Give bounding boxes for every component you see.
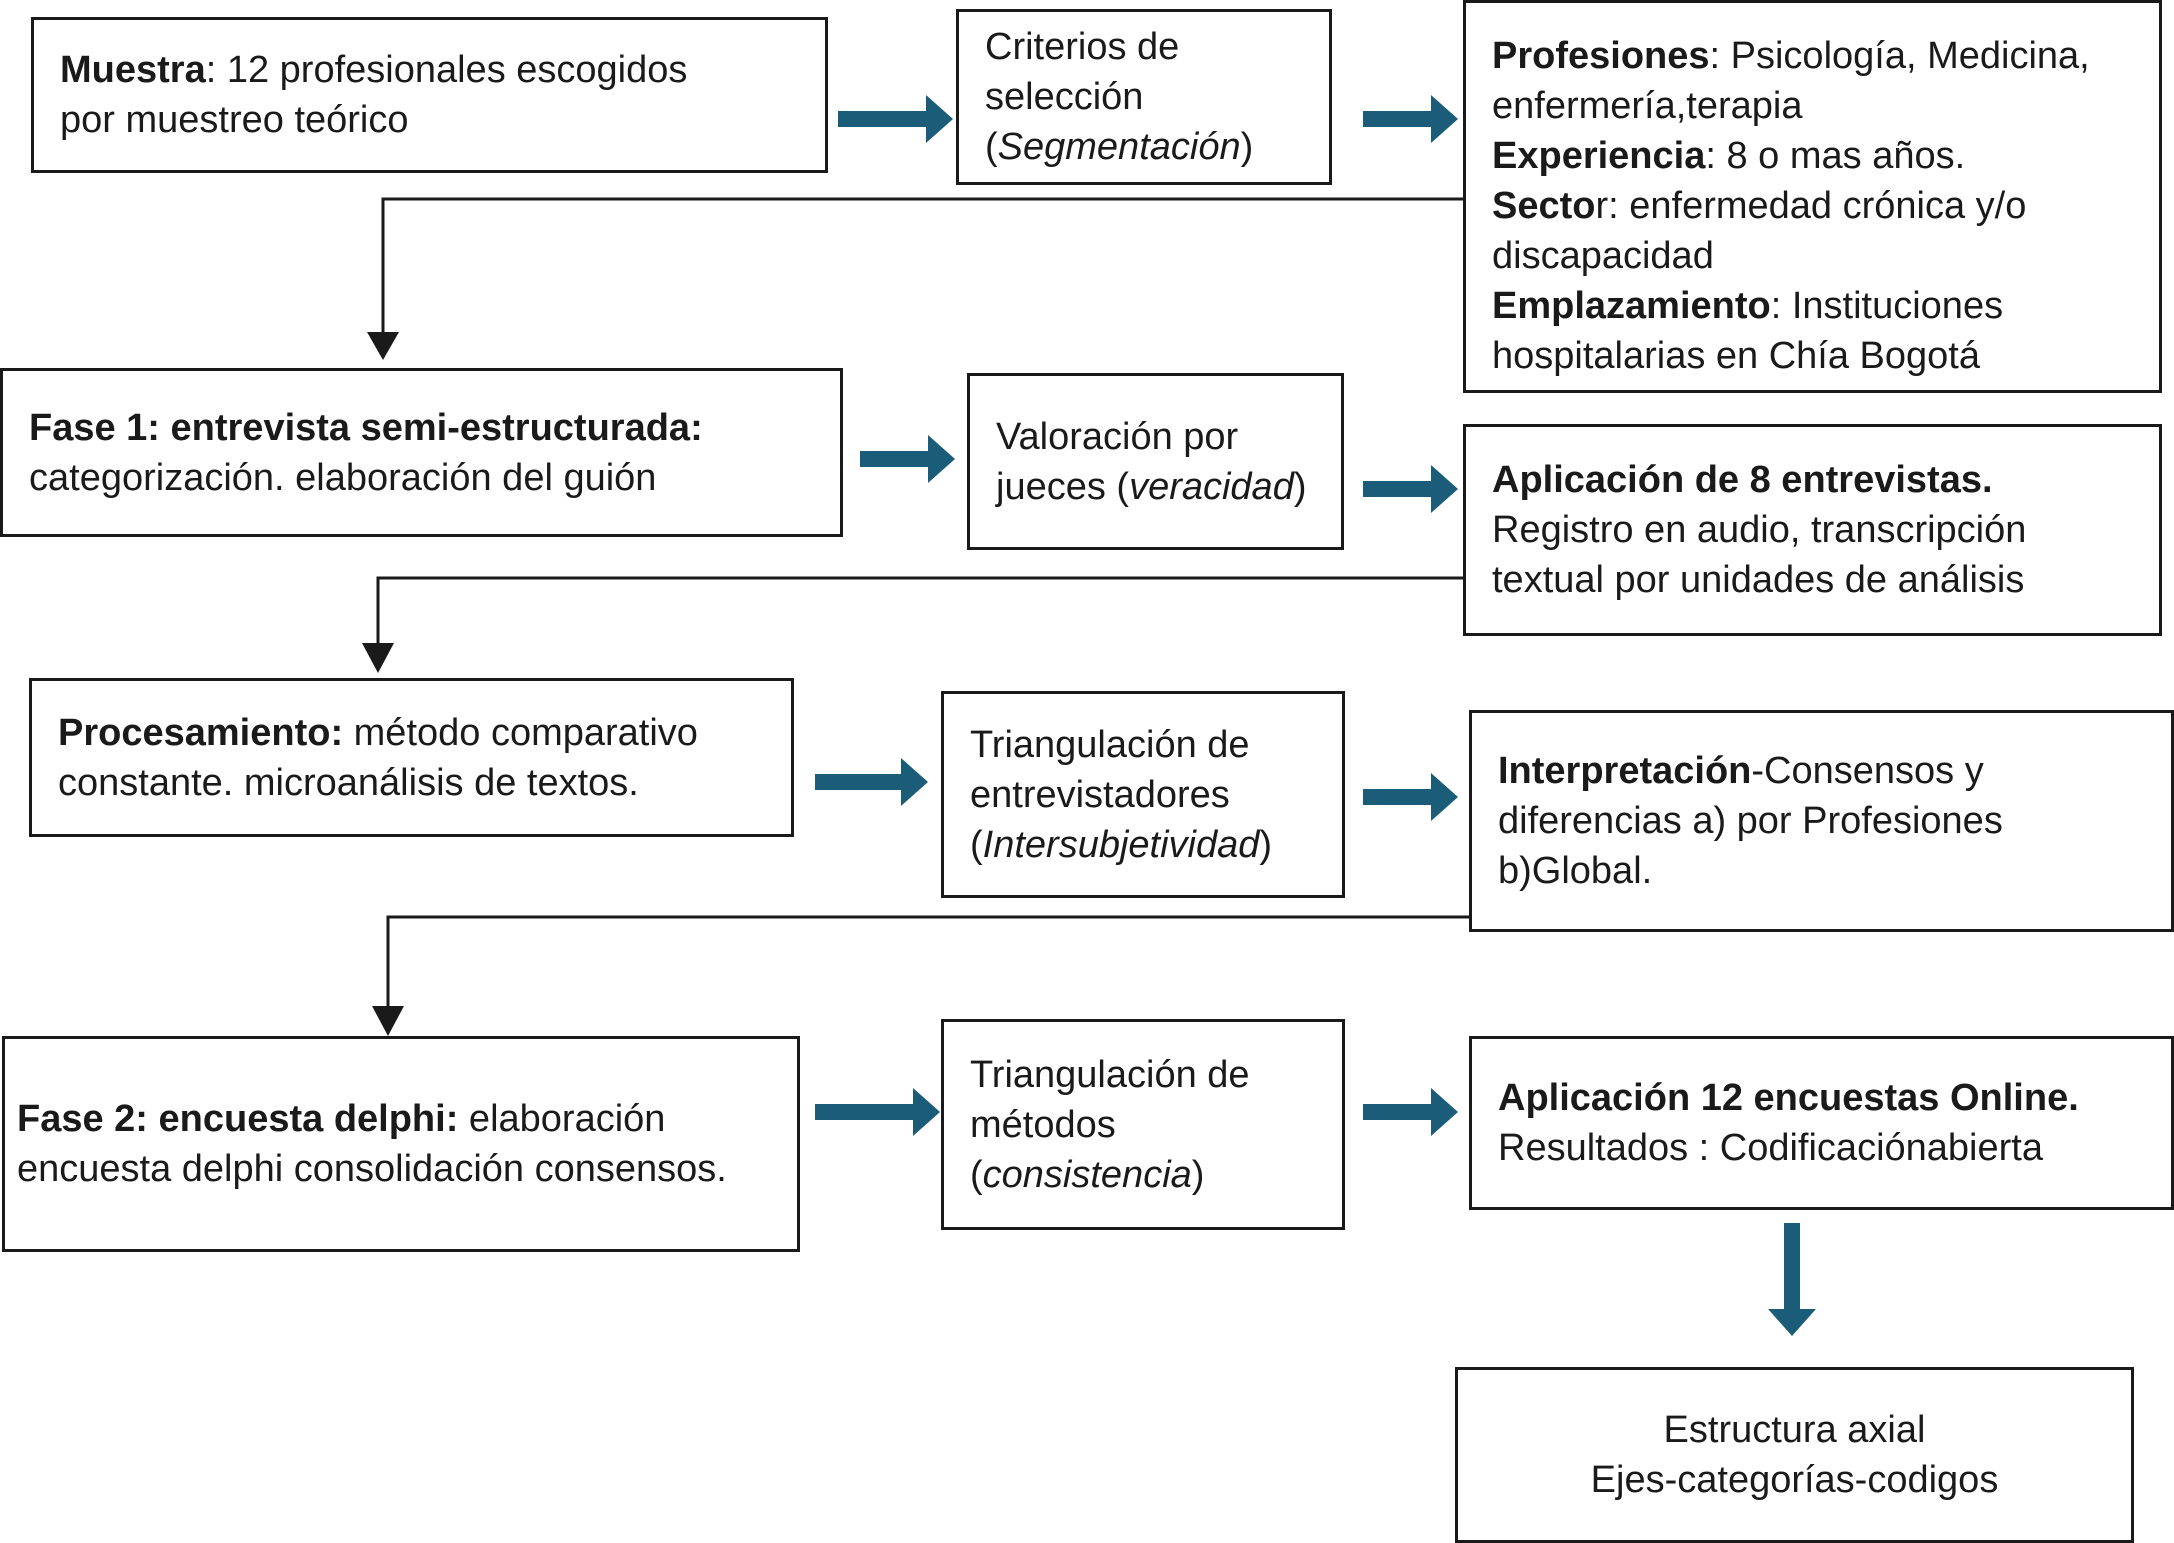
arrow-triangulacion-metodos-to-encuestas [1363,1088,1458,1136]
valoracion-italic: veracidad [1129,465,1294,508]
criterios-box: Criterios de selección (Segmentación) [956,9,1332,185]
aplicacion-line-3: textual por unidades de análisis [1492,559,2025,601]
experiencia-label: Experiencia [1492,135,1706,177]
triang-metodos-open-paren: ( [970,1153,983,1196]
aplicacion-line-2: Registro en audio, transcripción [1492,509,2027,551]
triang-entrev-open-paren: ( [970,823,983,866]
fase2-label: Fase 2: encuesta delphi: [17,1098,459,1140]
procesamiento-text: método comparativo [343,711,698,754]
procesamiento-line-1: Procesamiento: método comparativo [58,708,765,758]
criterios-line-2: selección [985,76,1144,118]
triang-entrev-line-1: Triangulación de [970,723,1250,766]
fase2-text: elaboración [458,1098,666,1140]
triangulacion-metodos-box: Triangulación de métodos (consistencia) [941,1019,1345,1230]
arrow-fase2-to-triangulacion-metodos [815,1088,940,1136]
sector-line: Sector: enfermedad crónica y/o [1492,181,2133,231]
emplazamiento-line-2: hospitalarias en Chía Bogotá [1492,335,1980,377]
arrow-procesamiento-to-triangulacion [815,758,928,806]
triangulacion-entrevistadores-box: Triangulación de entrevistadores (Inters… [941,691,1345,898]
aplicacion-entrevistas-box: Aplicación de 8 entrevistas. Registro en… [1463,424,2162,636]
triang-entrev-italic: Intersubjetividad [982,823,1260,866]
triang-entrev-line-3: (Intersubjetividad) [970,820,1316,870]
sector-label: Secto [1492,185,1596,227]
emplazamiento-line: Emplazamiento: Instituciones [1492,281,2133,331]
profesiones-box: Profesiones: Psicología, Medicina, enfer… [1463,0,2162,393]
interpretacion-text: -Consensos y [1751,750,1984,792]
fase2-line-2: encuesta delphi consolidación consensos. [17,1148,727,1190]
muestra-line-1: Muestra: 12 profesionales escogidos [60,45,799,95]
emplazamiento-text: : Instituciones [1770,285,2004,327]
fase2-box: Fase 2: encuesta delphi: elaboración enc… [2,1036,800,1252]
valoracion-line-1: Valoración por [996,415,1239,458]
sector-text: r: enfermedad crónica y/o [1595,185,2027,227]
procesamiento-label: Procesamiento: [58,711,344,754]
connector-row3-to-fase2 [372,915,1469,1036]
interpretacion-line-2: diferencias a) por Profesiones [1498,800,2003,842]
valoracion-pre: jueces ( [996,465,1130,508]
interpretacion-box: Interpretación-Consensos y diferencias a… [1469,710,2174,932]
triang-entrev-close-paren: ) [1259,823,1273,866]
arrow-valoracion-to-aplicacion [1363,465,1458,513]
estructura-axial-box: Estructura axial Ejes-categorías-codigos [1455,1367,2134,1543]
arrow-encuestas-to-estructura [1768,1223,1816,1336]
estructura-line-1: Estructura axial [1663,1409,1926,1451]
valoracion-line-2: jueces (veracidad) [996,462,1315,512]
fase1-label: Fase 1: entrevista semi-estructurada: [29,406,703,449]
interpretacion-label: Interpretación [1498,750,1752,792]
procesamiento-box: Procesamiento: método comparativo consta… [29,678,794,837]
criterios-line-3: (Segmentación) [985,122,1303,172]
triang-entrev-line-2: entrevistadores [970,773,1230,816]
experiencia-text: : 8 o mas años. [1705,135,1966,177]
experiencia-line: Experiencia: 8 o mas años. [1492,131,2133,181]
valoracion-close-paren: ) [1293,465,1307,508]
criterios-open-paren: ( [985,126,998,168]
fase1-box: Fase 1: entrevista semi-estructurada: ca… [0,368,843,537]
triang-metodos-line-1: Triangulación de [970,1053,1250,1096]
muestra-line-2: por muestreo teórico [60,99,409,141]
triang-metodos-line-2: métodos [970,1103,1116,1146]
connector-row1-to-fase1 [367,197,1463,360]
connector-row2-to-procesamiento [362,576,1463,673]
procesamiento-line-2: constante. microanálisis de textos. [58,761,639,804]
estructura-line-2: Ejes-categorías-codigos [1590,1459,1999,1501]
profesiones-line-2: enfermería,terapia [1492,85,1803,127]
profesiones-text: : Psicología, Medicina, [1709,35,2090,77]
triang-metodos-close-paren: ) [1191,1153,1205,1196]
arrow-fase1-to-valoracion [860,435,955,483]
arrow-muestra-to-criterios [838,95,953,143]
muestra-text: : 12 profesionales escogidos [205,49,688,91]
arrow-criterios-to-profesiones [1363,95,1458,143]
triang-metodos-italic: consistencia [982,1153,1192,1196]
interpretacion-line-1: Interpretación-Consensos y [1498,746,2145,796]
profesiones-line: Profesiones: Psicología, Medicina, [1492,31,2133,81]
aplicacion-encuestas-box: Aplicación 12 encuestas Online. Resultad… [1469,1036,2174,1210]
muestra-label: Muestra [60,49,206,91]
encuestas-label: Aplicación 12 encuestas Online. [1498,1077,2079,1119]
emplazamiento-label: Emplazamiento [1492,285,1771,327]
fase2-line-1: Fase 2: encuesta delphi: elaboración [17,1094,771,1144]
encuestas-line-1: Aplicación 12 encuestas Online. [1498,1073,2145,1123]
criterios-close-paren: ) [1240,126,1254,168]
fase1-line-2: categorización. elaboración del guión [29,456,657,499]
encuestas-line-2: Resultados : Codificaciónabierta [1498,1127,2043,1169]
criterios-italic: Segmentación [997,126,1241,168]
profesiones-label: Profesiones [1492,35,1710,77]
arrow-triangulacion-to-interpretacion [1363,773,1458,821]
muestra-box: Muestra: 12 profesionales escogidos por … [31,17,828,173]
aplicacion-line-1: Aplicación de 8 entrevistas. [1492,455,2133,505]
aplicacion-label: Aplicación de 8 entrevistas. [1492,459,1993,501]
criterios-line-1: Criterios de [985,26,1180,68]
sector-line-2: discapacidad [1492,235,1714,277]
interpretacion-line-3: b)Global. [1498,850,1653,892]
valoracion-box: Valoración por jueces (veracidad) [967,373,1344,550]
fase1-line-1: Fase 1: entrevista semi-estructurada: [29,403,814,453]
triang-metodos-line-3: (consistencia) [970,1150,1316,1200]
